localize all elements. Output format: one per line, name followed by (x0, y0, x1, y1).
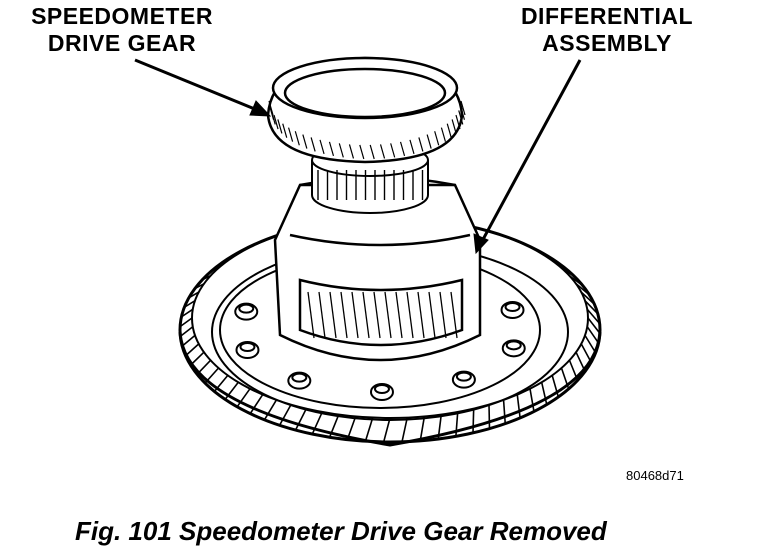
figure-code: 80468d71 (626, 468, 684, 483)
differential-label-line2: ASSEMBLY (542, 30, 672, 56)
bearing-rollers (317, 170, 424, 200)
figure-caption: Fig. 101 Speedometer Drive Gear Removed (75, 516, 607, 546)
differential-assembly-label: DIFFERENTIAL ASSEMBLY (498, 3, 716, 57)
speedometer-drive-gear (266, 56, 466, 164)
pinion-gears (307, 291, 458, 339)
speedometer-gear-teeth (268, 100, 466, 160)
differential-case (273, 176, 482, 362)
speedometer-drive-gear-label: SPEEDOMETER DRIVE GEAR (10, 3, 234, 57)
leader-arrows (134, 58, 582, 255)
speedometer-label-line2: DRIVE GEAR (47, 30, 197, 56)
speedometer-label-line1: SPEEDOMETER (31, 3, 213, 29)
differential-label-line1: DIFFERENTIAL (520, 3, 694, 29)
